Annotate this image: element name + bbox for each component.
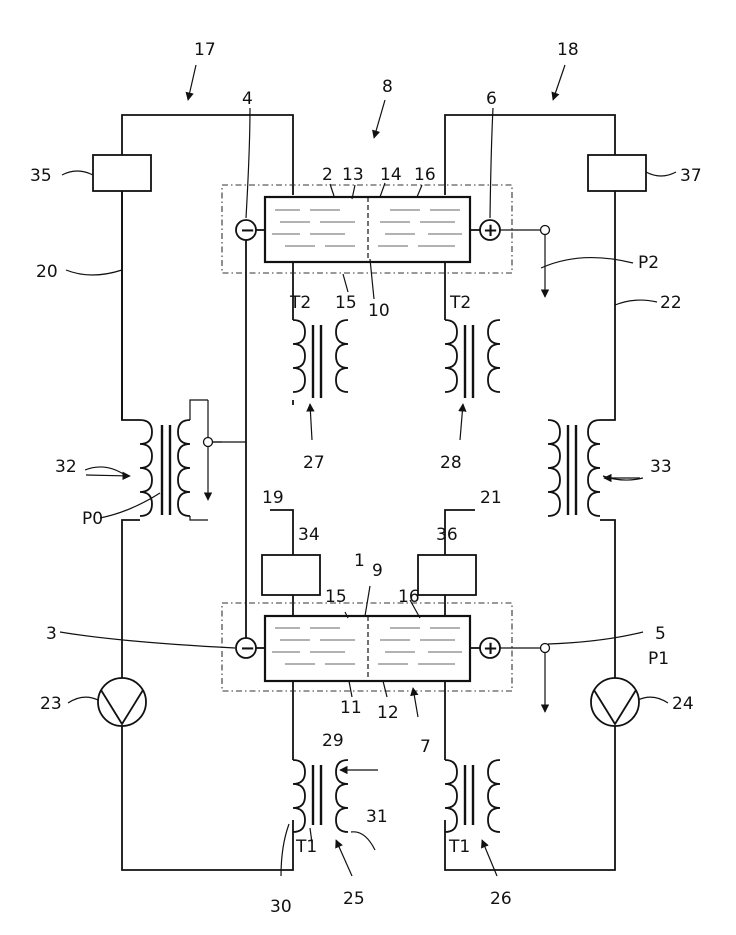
label-2: 2 bbox=[322, 165, 333, 185]
label-16a: 16 bbox=[414, 165, 436, 185]
leader-lines bbox=[60, 65, 676, 876]
label-10: 10 bbox=[368, 301, 390, 321]
label-t2a: T2 bbox=[289, 293, 311, 313]
label-25: 25 bbox=[343, 889, 365, 909]
label-31: 31 bbox=[366, 807, 388, 827]
label-36: 36 bbox=[436, 525, 458, 545]
label-t1a: T1 bbox=[295, 837, 317, 857]
label-18: 18 bbox=[557, 40, 579, 60]
label-6: 6 bbox=[486, 89, 497, 109]
block-37 bbox=[588, 155, 646, 191]
transformer-27 bbox=[293, 320, 348, 398]
label-14: 14 bbox=[380, 165, 402, 185]
label-30: 30 bbox=[270, 897, 292, 917]
lower-plus-symbol: + bbox=[483, 638, 498, 659]
label-26: 26 bbox=[490, 889, 512, 909]
upper-plus-symbol: + bbox=[483, 220, 498, 241]
label-33: 33 bbox=[650, 457, 672, 477]
pump-24 bbox=[591, 678, 639, 726]
label-20: 20 bbox=[36, 262, 58, 282]
label-p2: P2 bbox=[638, 253, 659, 273]
label-8: 8 bbox=[382, 77, 393, 97]
label-15b: 15 bbox=[325, 587, 347, 607]
label-17: 17 bbox=[194, 40, 216, 60]
transformer-33 bbox=[548, 420, 600, 516]
lower-cell bbox=[222, 603, 550, 712]
label-t1b: T1 bbox=[448, 837, 470, 857]
label-4: 4 bbox=[242, 89, 253, 109]
transformer-28 bbox=[445, 320, 500, 398]
lower-minus-symbol: − bbox=[240, 638, 255, 659]
label-34: 34 bbox=[298, 525, 320, 545]
label-27: 27 bbox=[303, 453, 325, 473]
label-t2b: T2 bbox=[449, 293, 471, 313]
label-16b: 16 bbox=[398, 587, 420, 607]
minus-pole-link bbox=[208, 240, 246, 638]
label-29: 29 bbox=[322, 731, 344, 751]
label-22: 22 bbox=[660, 293, 682, 313]
block-34 bbox=[262, 555, 320, 595]
label-35: 35 bbox=[30, 166, 52, 186]
upper-minus-symbol: − bbox=[240, 220, 255, 241]
label-7: 7 bbox=[420, 737, 431, 757]
label-p1: P1 bbox=[648, 649, 669, 669]
label-3: 3 bbox=[46, 624, 57, 644]
transformer-26 bbox=[445, 760, 500, 832]
label-1: 1 bbox=[354, 551, 365, 571]
label-15a: 15 bbox=[335, 293, 357, 313]
block-36 bbox=[418, 555, 476, 595]
label-11: 11 bbox=[340, 698, 362, 718]
label-p0: P0 bbox=[82, 509, 103, 529]
label-9: 9 bbox=[372, 561, 383, 581]
upper-cell bbox=[222, 185, 550, 297]
label-21: 21 bbox=[480, 488, 502, 508]
transformer-32 bbox=[140, 400, 222, 520]
pump-23 bbox=[98, 678, 146, 726]
label-12: 12 bbox=[377, 703, 399, 723]
label-5: 5 bbox=[655, 624, 666, 644]
label-32: 32 bbox=[55, 457, 77, 477]
label-37: 37 bbox=[680, 166, 702, 186]
label-23: 23 bbox=[40, 694, 62, 714]
label-19: 19 bbox=[262, 488, 284, 508]
label-24: 24 bbox=[672, 694, 694, 714]
block-35 bbox=[93, 155, 151, 191]
label-28: 28 bbox=[440, 453, 462, 473]
label-13: 13 bbox=[342, 165, 364, 185]
